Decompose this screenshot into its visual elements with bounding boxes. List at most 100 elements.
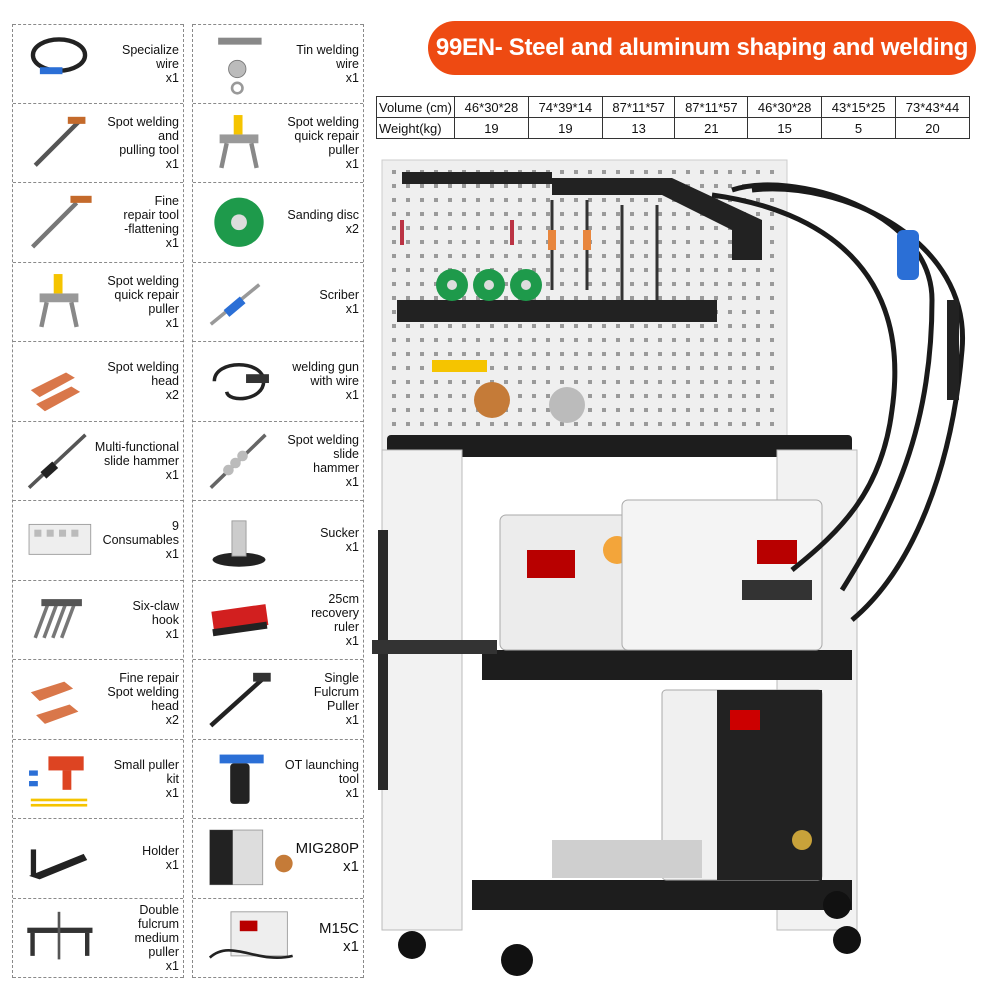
- part-name-line: Fine repair: [119, 671, 179, 686]
- part-name-line: Holder: [142, 844, 179, 859]
- part-quantity: x1: [345, 785, 359, 800]
- flattening-tool-icon: [17, 187, 101, 258]
- part-name-line: puller: [148, 944, 179, 959]
- part-name-line: hook: [151, 612, 179, 627]
- part-name-line: Fine: [154, 194, 179, 209]
- holder-icon: [17, 823, 101, 894]
- part-quantity: x1: [345, 633, 359, 648]
- part-quantity: x2: [165, 713, 179, 728]
- banner-title: 99EN- Steel and aluminum shaping and wel…: [435, 34, 969, 61]
- part-name-line: Multi-functional: [94, 439, 179, 454]
- spec-cell: 74*39*14: [527, 96, 603, 118]
- part-name-line: Spot welding: [287, 432, 359, 447]
- part-quantity: x1: [345, 540, 359, 555]
- part-name-line: with wire: [310, 374, 359, 389]
- part-name-line: repair tool: [123, 208, 179, 223]
- spec-cell: 87*11*57: [674, 96, 749, 118]
- launching-tool-icon: [197, 744, 281, 815]
- quick-puller-icon: [17, 267, 101, 338]
- copper-head-icon: [17, 664, 101, 735]
- spec-cell: 15: [747, 117, 823, 139]
- part-quantity: x1: [343, 937, 359, 955]
- part-name-line: Fulcrum: [313, 685, 359, 700]
- part-name-line: head: [151, 374, 179, 389]
- spec-cell: 20: [895, 117, 970, 139]
- quick-puller-icon: [197, 108, 281, 179]
- scriber-icon: [197, 267, 281, 338]
- part-name-line: Tin welding: [296, 42, 359, 57]
- spiral-hammer-icon: [197, 426, 281, 497]
- part-quantity: x1: [165, 626, 179, 641]
- title-banner: 99EN- Steel and aluminum shaping and wel…: [428, 21, 976, 75]
- welding-cart-illustration: [372, 159, 965, 976]
- recovery-ruler-icon: [197, 585, 281, 656]
- part-quantity: x1: [345, 474, 359, 489]
- part-quantity: x1: [165, 236, 179, 251]
- part-quantity: x1: [345, 156, 359, 171]
- part-quantity: x1: [345, 301, 359, 316]
- spec-cell: 5: [821, 117, 896, 139]
- spec-cell: 13: [601, 117, 676, 139]
- welding-cart-image: [372, 150, 992, 990]
- spec-cell: 19: [453, 117, 529, 139]
- part-name-line: Sanding disc: [287, 208, 359, 223]
- welding-gun-icon: [197, 346, 281, 417]
- part-name-line: Spot welding: [107, 360, 179, 375]
- part-name-line: pulling tool: [119, 142, 179, 157]
- claw-hook-icon: [17, 585, 101, 656]
- part-quantity: x1: [345, 713, 359, 728]
- part-name-line: 9: [172, 519, 179, 534]
- part-name-line: Spot welding: [107, 114, 179, 129]
- part-name-line: medium: [134, 930, 179, 945]
- single-fulcrum-puller-icon: [197, 664, 281, 735]
- pulling-tool-icon: [17, 108, 101, 179]
- part-name-line: quick repair: [114, 287, 179, 302]
- consumables-box-icon: [17, 505, 101, 576]
- spec-cell: 19: [527, 117, 603, 139]
- part-quantity: x1: [343, 858, 359, 876]
- part-name-line: Puller: [327, 699, 359, 714]
- part-quantity: x1: [345, 388, 359, 403]
- spot-welder-icon: [197, 903, 309, 974]
- part-name-line: Sucker: [320, 526, 359, 541]
- part-quantity: x1: [165, 156, 179, 171]
- part-name-line: kit: [166, 771, 180, 786]
- spec-row-header: Volume (cm): [376, 96, 455, 118]
- part-name-line: OT launching: [284, 757, 359, 772]
- tin-wire-icon: [197, 29, 281, 99]
- part-name-line: hammer: [313, 460, 359, 475]
